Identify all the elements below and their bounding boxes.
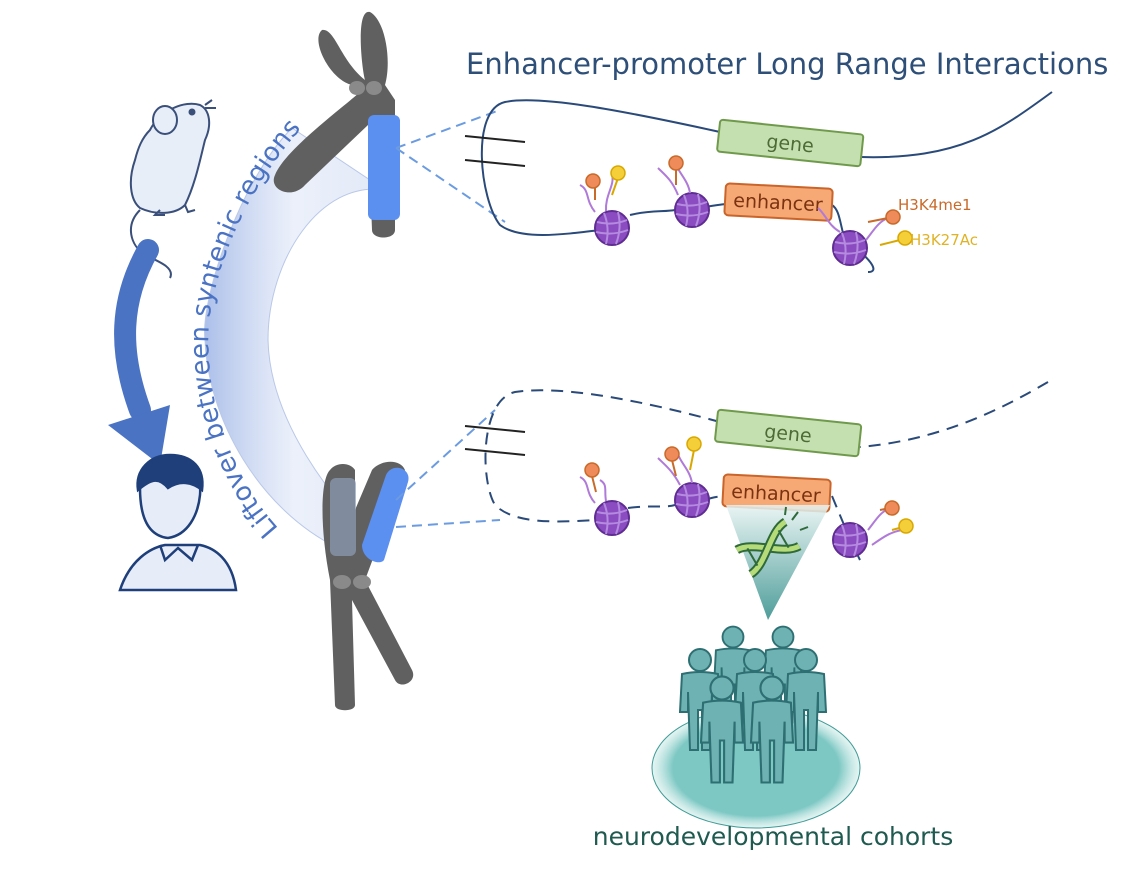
break-mark-bottom-1: [464, 425, 526, 433]
h3k4me1-label: H3K4me1: [898, 196, 972, 214]
enhancer-box-bottom: enhancer: [721, 473, 832, 513]
variant-sparkle: [784, 506, 809, 531]
human-icon: [118, 453, 238, 592]
gene-box-bottom: gene: [714, 408, 863, 458]
species-arrow-head: [108, 405, 170, 465]
dna-strand-bottom: [484, 381, 1049, 561]
zoom-line-bottom-lower: [395, 519, 501, 528]
gene-box-top: gene: [716, 118, 865, 168]
zoom-line-top-upper: [395, 109, 501, 149]
dna-strand-top: [480, 91, 1053, 273]
species-arrow: [114, 239, 159, 421]
enhancer-box-top: enhancer: [723, 182, 834, 222]
chromosome-icon: [273, 11, 400, 238]
break-mark-top-2: [464, 159, 526, 167]
break-mark-bottom-2: [464, 448, 526, 456]
cohort-label: neurodevelopmental cohorts: [593, 822, 954, 851]
gene-label-top: gene: [765, 131, 815, 158]
gene-label-bottom: gene: [763, 421, 813, 448]
zoom-line-top-lower: [395, 147, 506, 223]
histone-marks-top: [585, 155, 913, 246]
chromosome-icon-lower: [322, 461, 414, 711]
variant-spotlight: [726, 505, 830, 620]
enhancer-label-top: enhancer: [733, 190, 824, 217]
diagram-title: Enhancer-promoter Long Range Interaction…: [466, 47, 1108, 81]
mouse-icon: [129, 99, 216, 279]
dna-icon: [734, 517, 802, 579]
enhancer-label-bottom: enhancer: [731, 481, 822, 508]
h3k27ac-label: H3K27Ac: [910, 231, 978, 249]
histone-marks-bottom: [584, 436, 914, 534]
zoom-line-bottom-upper: [395, 409, 496, 501]
break-mark-top-1: [464, 135, 526, 143]
